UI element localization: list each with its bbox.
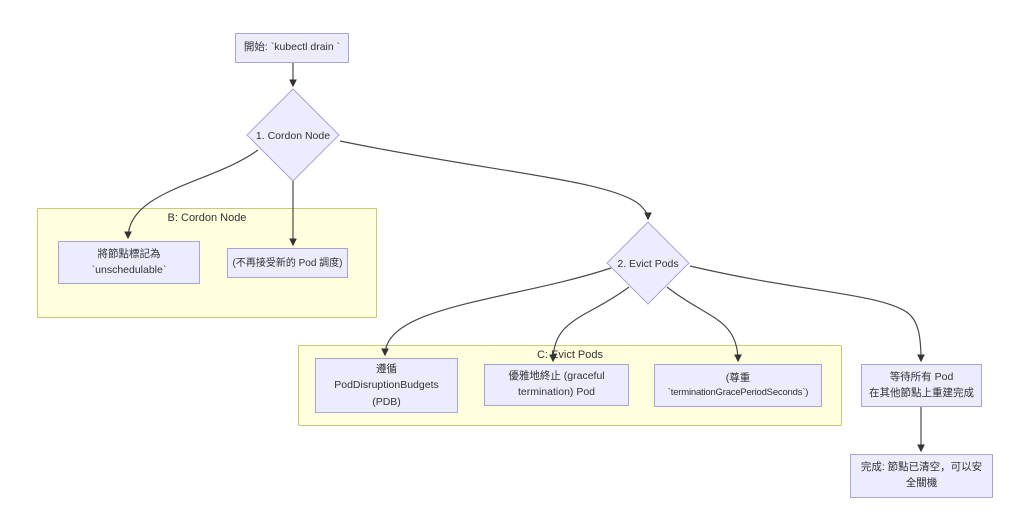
node-graceful-line2: termination) Pod [517, 386, 596, 398]
decision-cordon-label: 1. Cordon Node [255, 130, 331, 142]
cluster-cordon-node-label: B: Cordon Node [167, 212, 247, 224]
node-no-new-pods-line1: (不再接受新的 Pod 調度) [232, 257, 343, 269]
node-no-new-pods: (不再接受新的 Pod 調度) [227, 248, 348, 278]
node-pdb: 遵循 PodDisruptionBudgets (PDB) [315, 358, 458, 413]
node-graceful-termination: 優雅地終止 (graceful termination) Pod [484, 364, 629, 406]
node-pdb-line1: 遵循 [376, 363, 397, 376]
node-pdb-line2: PodDisruptionBudgets [334, 379, 439, 392]
node-wait-rebuild-line2: 在其他節點上重建完成 [869, 386, 974, 399]
node-grace-period-seconds: (尊重 `terminationGracePeriodSeconds`) [654, 364, 822, 407]
node-mark-unschedulable-line1: 將節點標記為 [97, 247, 161, 260]
node-done: 完成: 節點已清空，可以安 全關機 [850, 454, 993, 498]
node-done-line1: 完成: 節點已清空，可以安 [860, 461, 983, 474]
node-start: 開始: `kubectl drain ` [235, 33, 349, 63]
node-done-line2: 全關機 [905, 477, 938, 489]
node-mark-unschedulable-line2: `unschedulable` [91, 263, 167, 276]
decision-evict-label: 2. Evict Pods [617, 258, 679, 270]
node-grace-period-line2: `terminationGracePeriodSeconds`) [667, 387, 809, 399]
node-pdb-line3: (PDB) [372, 395, 401, 408]
edge-cordon-to-evict [339, 140, 652, 221]
node-mark-unschedulable: 將節點標記為 `unschedulable` [58, 241, 200, 284]
node-wait-rebuild-line1: 等待所有 Pod [889, 370, 954, 383]
node-graceful-line1: 優雅地終止 (graceful [508, 370, 605, 383]
edge-evict-to-pdb [381, 267, 612, 357]
node-wait-rebuild: 等待所有 Pod 在其他節點上重建完成 [861, 364, 982, 407]
node-grace-period-line1: (尊重 [725, 371, 751, 384]
node-start-label: 開始: `kubectl drain ` [243, 41, 341, 54]
